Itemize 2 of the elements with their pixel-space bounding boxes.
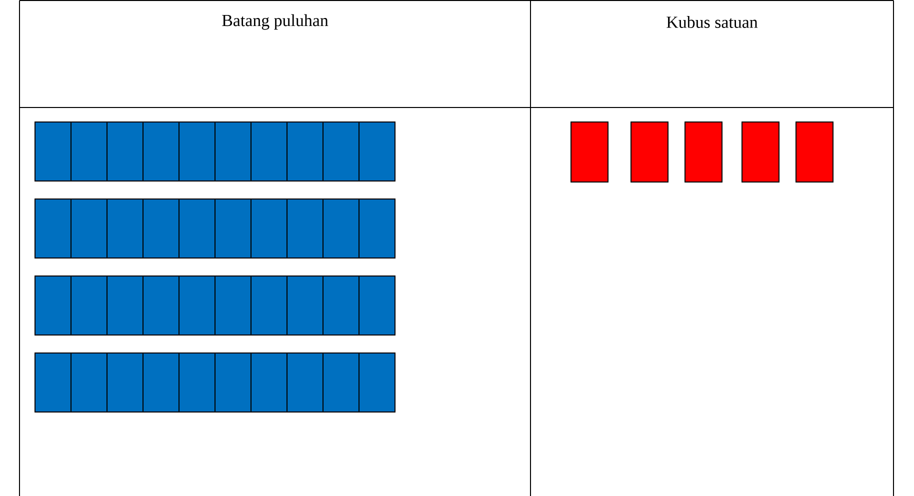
column-heading: Kubus satuan [666, 16, 758, 28]
column-heading: Batang puluhan [222, 14, 328, 30]
